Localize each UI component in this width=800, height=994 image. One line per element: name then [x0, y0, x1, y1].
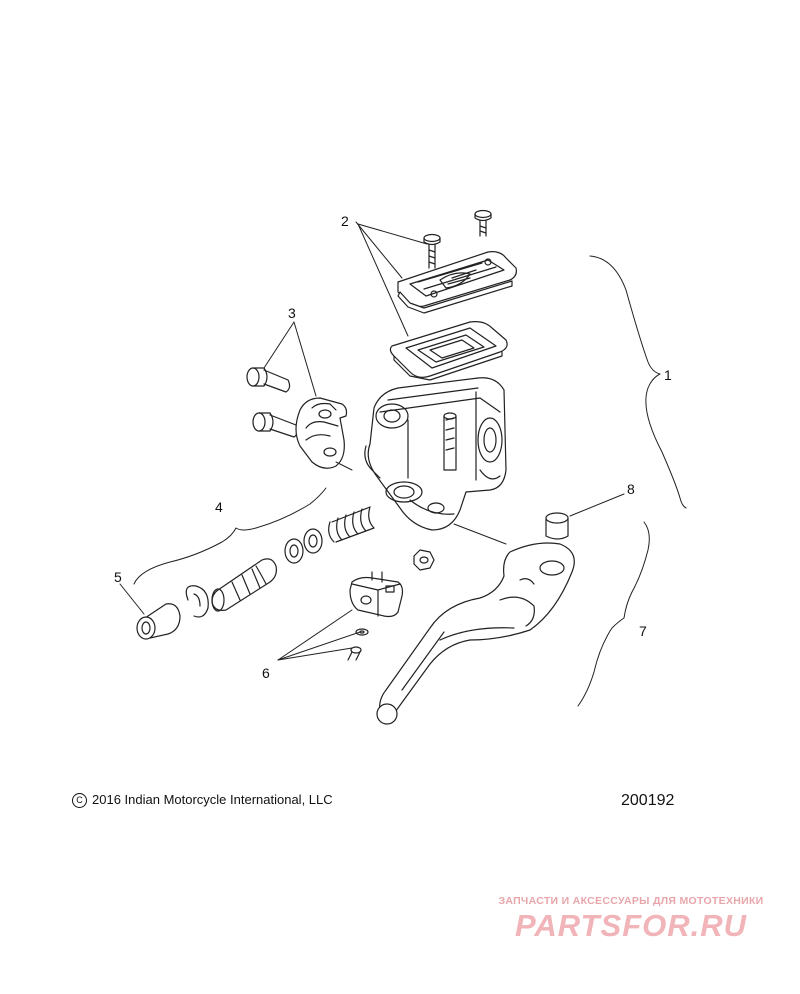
copyright-notice: C 2016 Indian Motorcycle International, L…: [72, 792, 333, 808]
cover-screw-right: [474, 209, 492, 237]
bracket-part-4: [133, 487, 327, 585]
master-cylinder-body: [364, 377, 507, 531]
reservoir-cover: [397, 251, 517, 314]
callout-3: 3: [288, 305, 296, 321]
leader-lines: [119, 221, 625, 661]
bracket-part-7: [577, 521, 650, 707]
callout-1: 1: [664, 367, 672, 383]
handlebar-clamp: [295, 397, 348, 469]
diagram-number: 200192: [621, 792, 675, 809]
callout-7: 7: [639, 623, 647, 639]
callout-8: 8: [627, 481, 635, 497]
copyright-text: 2016 Indian Motorcycle International, LL…: [92, 792, 333, 807]
piston-washer-large: [303, 528, 323, 554]
piston-washer-small: [284, 538, 304, 564]
piston: [211, 558, 277, 612]
cover-screw-left: [423, 233, 441, 269]
reservoir-gasket: [389, 321, 508, 381]
switch-screw: [347, 646, 362, 661]
brake-lever: [376, 542, 575, 725]
copyright-icon: C: [72, 793, 87, 808]
lever-bushing: [545, 512, 569, 540]
pivot-nut: [413, 549, 435, 571]
brake-light-switch: [349, 571, 404, 618]
callout-4: 4: [215, 499, 223, 515]
callout-6: 6: [262, 665, 270, 681]
watermark-brand: PARTSFOR.RU: [514, 908, 748, 943]
callout-5: 5: [114, 569, 122, 585]
callout-2: 2: [341, 213, 349, 229]
watermark-tagline: ЗАПЧАСТИ И АКСЕССУАРЫ ДЛЯ МОТОТЕХНИКИ: [498, 895, 764, 907]
bracket-part-1: [589, 255, 687, 509]
return-spring: [328, 506, 375, 543]
clamp-bolt-upper: [246, 367, 291, 393]
retaining-clip: [185, 585, 209, 618]
switch-washer: [355, 628, 369, 636]
dust-boot: [136, 603, 181, 640]
clamp-bolt-lower: [252, 412, 299, 438]
